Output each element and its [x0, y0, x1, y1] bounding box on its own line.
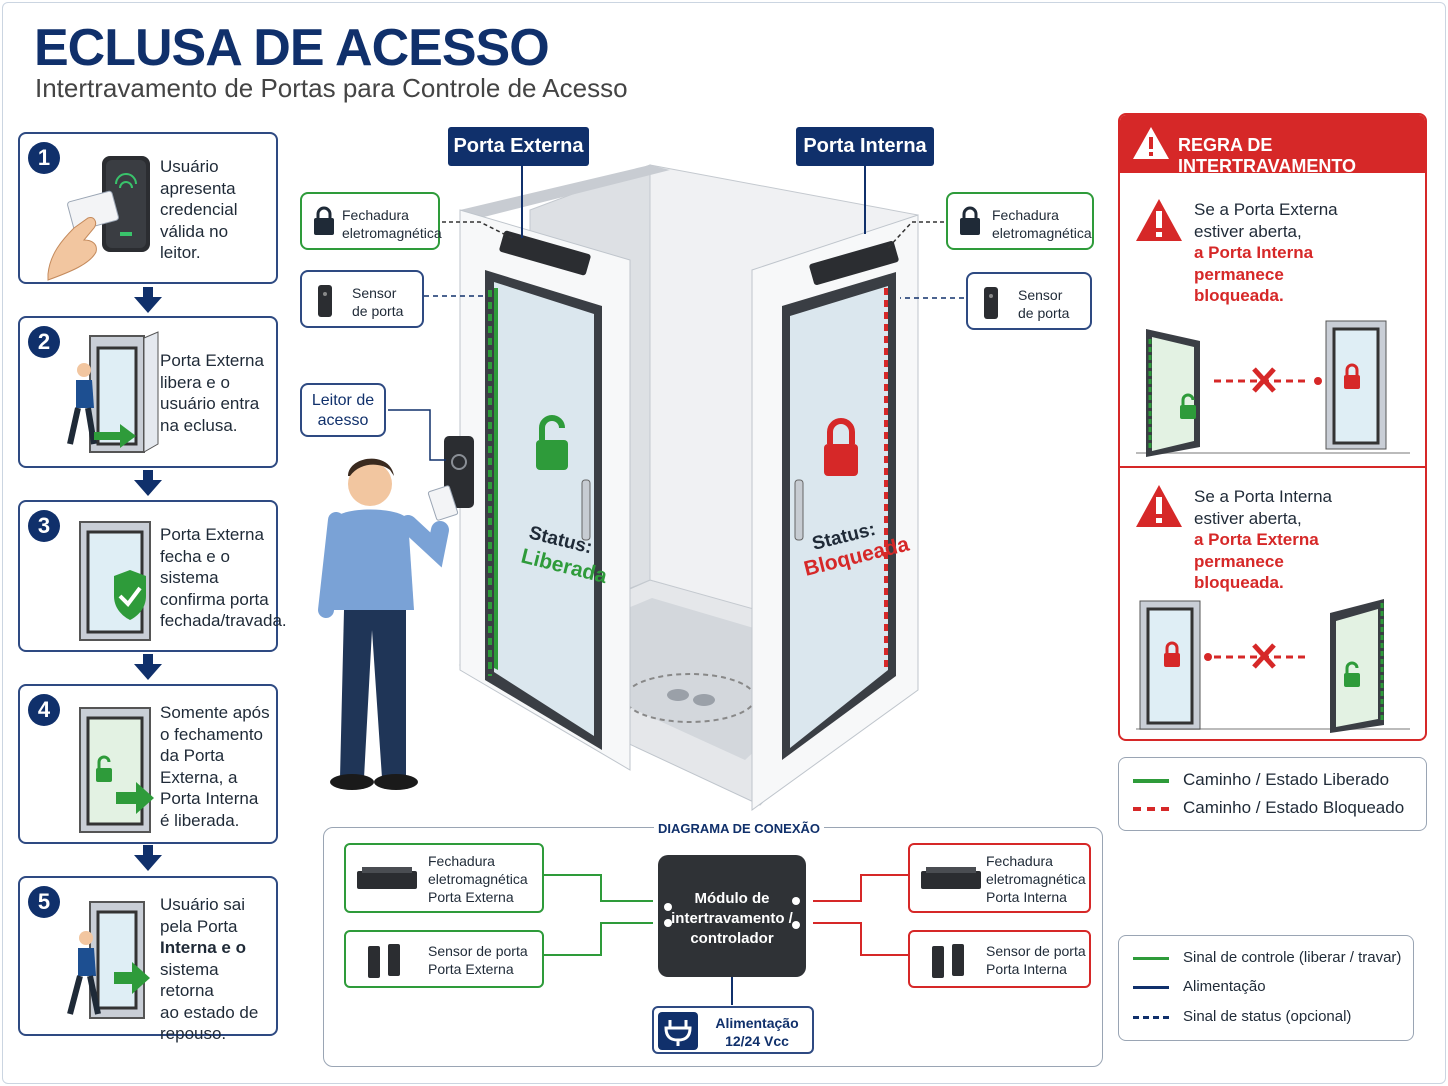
- maglock-icon: [357, 867, 417, 889]
- step-2-number: 2: [28, 326, 60, 358]
- person-exiting-door-icon: [67, 901, 150, 1019]
- page-title: ECLUSA DE ACESSO: [34, 19, 550, 77]
- maglock-icon: [921, 867, 981, 889]
- padlock-icon: [314, 206, 334, 235]
- rule-title: REGRA DE INTERTRAVAMENTO: [1178, 135, 1356, 176]
- page-subtitle: Intertravamento de Portas para Controle …: [35, 73, 628, 103]
- door-sensor-icon: [368, 944, 400, 978]
- airlock-scene-illustration: Status: Liberada Status: Bloqueada: [318, 160, 964, 811]
- step-3-number: 3: [28, 510, 60, 542]
- legend-power: Alimentação: [1133, 978, 1266, 995]
- tag-porta-externa: Porta Externa: [448, 127, 589, 166]
- rule-case-2-illustration: [1136, 599, 1410, 733]
- door-sensor-icon: [984, 287, 998, 319]
- rule-divider: [1120, 466, 1425, 468]
- flow-arrow-4: [134, 845, 162, 871]
- warning-icon: [1133, 127, 1169, 159]
- closed-door-shield-icon: [79, 521, 151, 641]
- state-legend: Caminho / Estado Liberado Caminho / Esta…: [1118, 757, 1427, 831]
- card-reader-hand-icon: [47, 156, 150, 281]
- legend-liberado: Caminho / Estado Liberado: [1133, 770, 1389, 790]
- power-plug-icon: [658, 1012, 698, 1050]
- step-1-number: 1: [28, 142, 60, 174]
- connection-diagram: DIAGRAMA DE CONEXÃO: [323, 821, 1103, 1067]
- rule-case-1-illustration: [1136, 320, 1410, 457]
- warning-icon: [1136, 199, 1182, 241]
- signal-legend: Sinal de controle (liberar / travar) Ali…: [1118, 935, 1414, 1041]
- connection-wires: [543, 874, 908, 1005]
- diagram-title: DIAGRAMA DE CONEXÃO: [654, 821, 825, 836]
- flow-arrow-1: [134, 287, 162, 313]
- tag-porta-interna: Porta Interna: [796, 127, 934, 166]
- legend-status-signal: Sinal de status (opcional): [1133, 1008, 1351, 1025]
- warning-icon: [1136, 485, 1182, 527]
- flow-arrow-3: [134, 654, 162, 680]
- legend-bloqueado: Caminho / Estado Bloqueado: [1133, 798, 1404, 818]
- step-5-number: 5: [28, 886, 60, 918]
- padlock-icon: [960, 206, 980, 235]
- door-sensor-icon: [932, 944, 964, 978]
- interlock-rule-panel: REGRA DE INTERTRAVAMENTO Se a Porta Exte…: [1118, 113, 1427, 741]
- step-4-number: 4: [28, 694, 60, 726]
- door-unlock-arrow-icon: [79, 707, 154, 833]
- flow-arrow-2: [134, 470, 162, 496]
- legend-control-signal: Sinal de controle (liberar / travar): [1133, 949, 1401, 966]
- rule-header: REGRA DE INTERTRAVAMENTO: [1120, 115, 1425, 176]
- door-sensor-icon: [318, 285, 332, 317]
- person-entering-door-icon: [67, 331, 159, 453]
